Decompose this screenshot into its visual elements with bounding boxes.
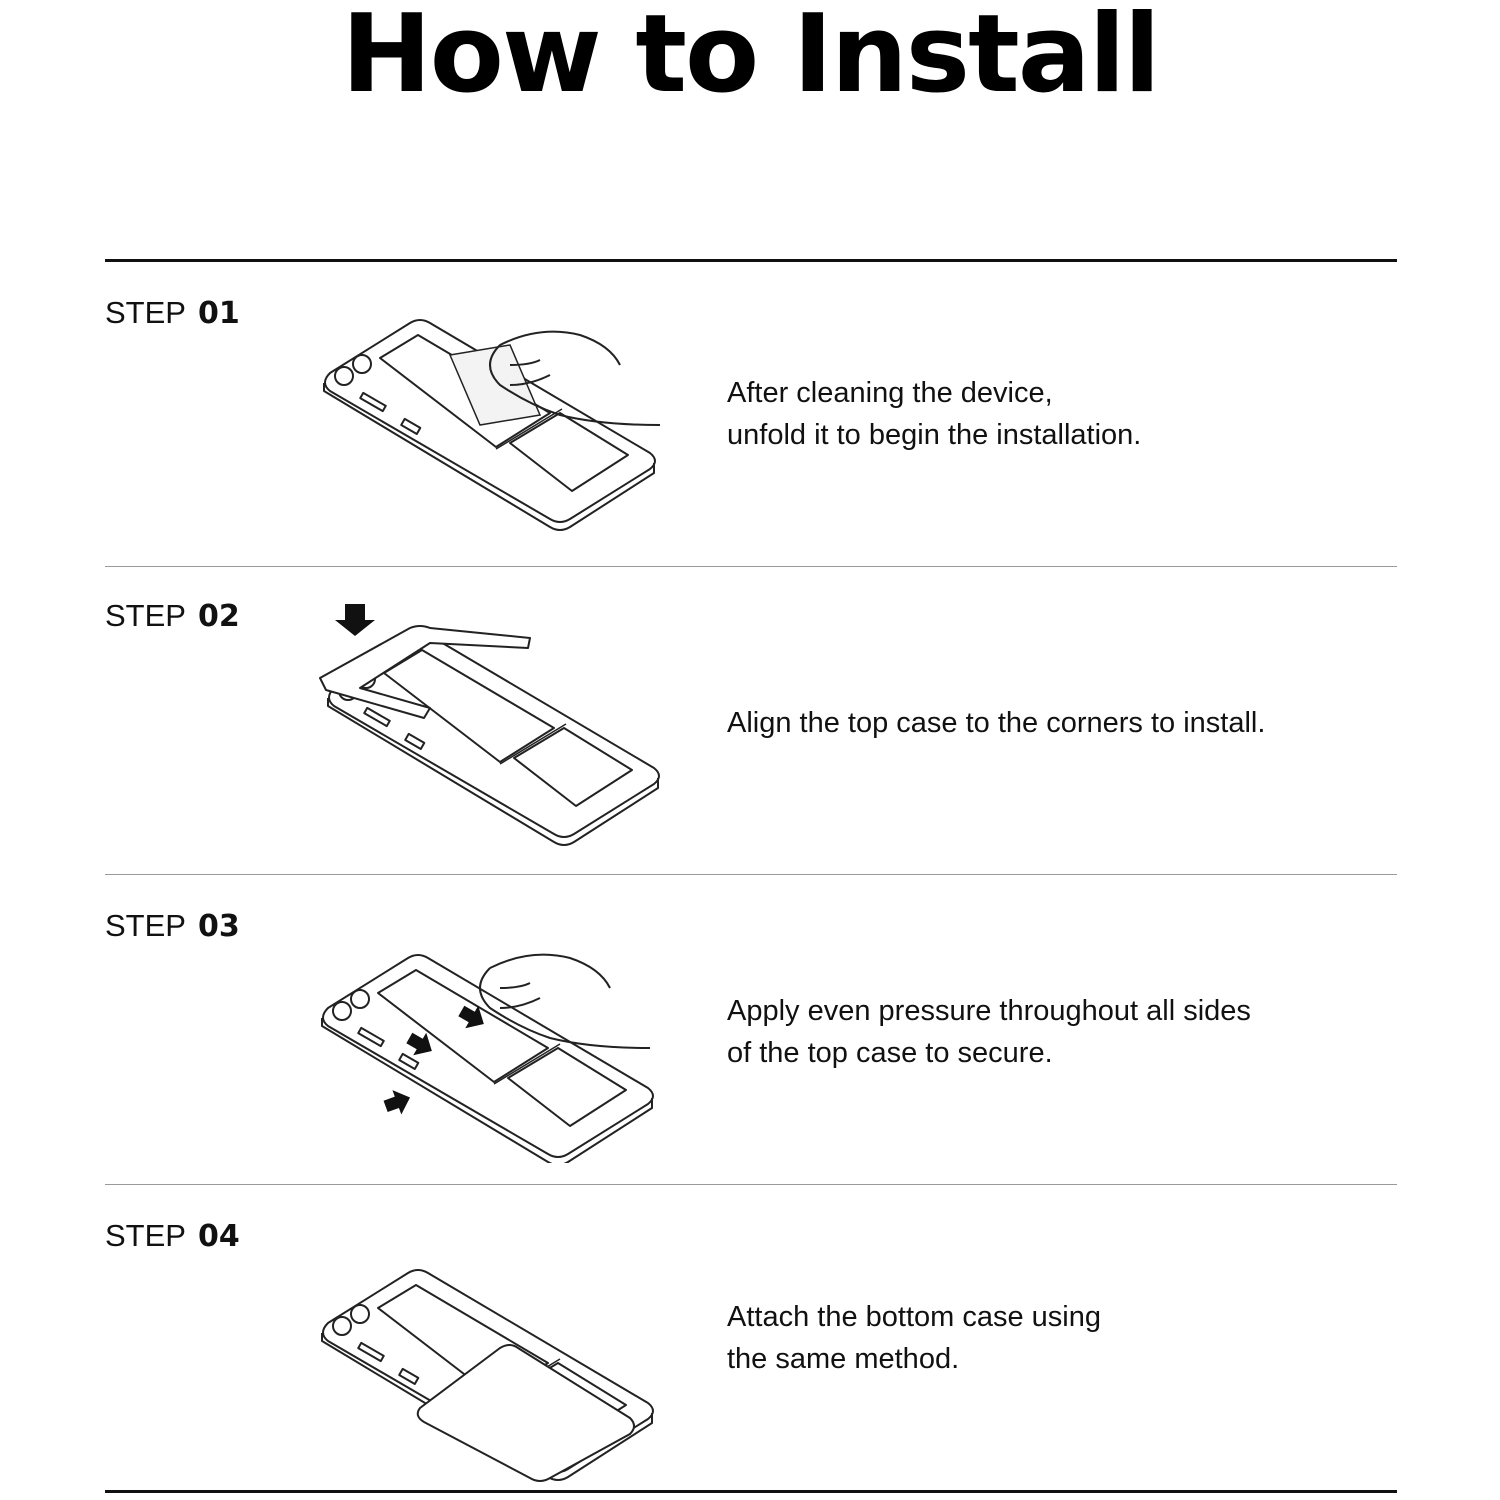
divider — [105, 874, 1397, 875]
divider — [105, 1490, 1397, 1493]
divider — [105, 259, 1397, 262]
phone-cleaning-illustration — [323, 319, 661, 531]
step-description: After cleaning the device, unfold it to … — [727, 372, 1141, 456]
step-number: 04 — [197, 1219, 240, 1254]
step-description: Apply even pressure throughout all sides… — [727, 990, 1251, 1074]
description-line: After cleaning the device, — [727, 377, 1053, 409]
step-label: STEP 01 — [105, 295, 240, 331]
step-description: Attach the bottom case using the same me… — [727, 1296, 1101, 1380]
top-case-align-illustration — [319, 604, 660, 846]
step-prefix: STEP — [105, 1218, 186, 1253]
description-line: Align the top case to the corners to ins… — [727, 707, 1266, 739]
press-top-case-illustration — [321, 953, 654, 1163]
step-number: 01 — [197, 296, 240, 331]
divider — [105, 1184, 1397, 1185]
step-label: STEP 03 — [105, 908, 240, 944]
step-number: 03 — [197, 909, 240, 944]
divider — [105, 566, 1397, 567]
step-description: Align the top case to the corners to ins… — [727, 702, 1265, 744]
bottom-case-attach-illustration — [321, 1269, 654, 1482]
step-label: STEP 02 — [105, 598, 240, 634]
description-line: Apply even pressure throughout all sides — [727, 995, 1251, 1027]
step-label: STEP 04 — [105, 1218, 240, 1254]
description-line: Attach the bottom case using — [727, 1301, 1101, 1333]
step-prefix: STEP — [105, 598, 186, 633]
description-line: unfold it to begin the installation. — [727, 419, 1142, 451]
description-line: the same method. — [727, 1343, 960, 1375]
step-prefix: STEP — [105, 908, 186, 943]
step-number: 02 — [197, 599, 240, 634]
page-title: How to Install — [341, 0, 1160, 117]
description-line: of the top case to secure. — [727, 1037, 1053, 1069]
step-prefix: STEP — [105, 295, 186, 330]
